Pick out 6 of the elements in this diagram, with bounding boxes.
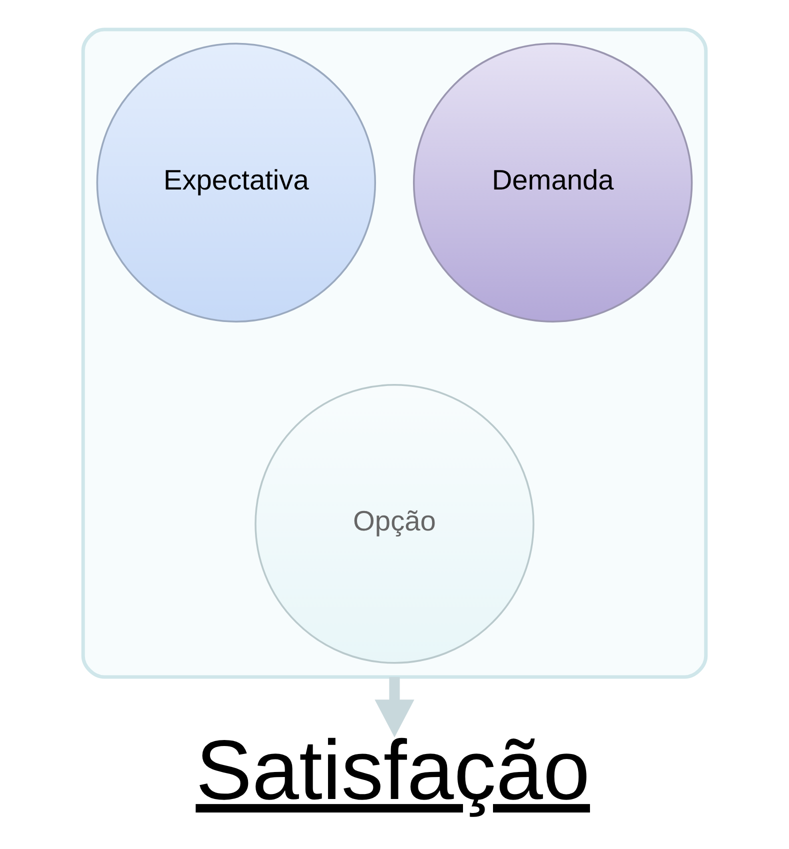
cluster <box>81 28 708 679</box>
node-circle: Demanda <box>412 42 693 322</box>
node-circle: Opção <box>254 384 534 664</box>
node-text: Satisfação <box>196 723 590 818</box>
node-circle: Expectativa <box>96 42 376 322</box>
arrow <box>374 676 414 738</box>
